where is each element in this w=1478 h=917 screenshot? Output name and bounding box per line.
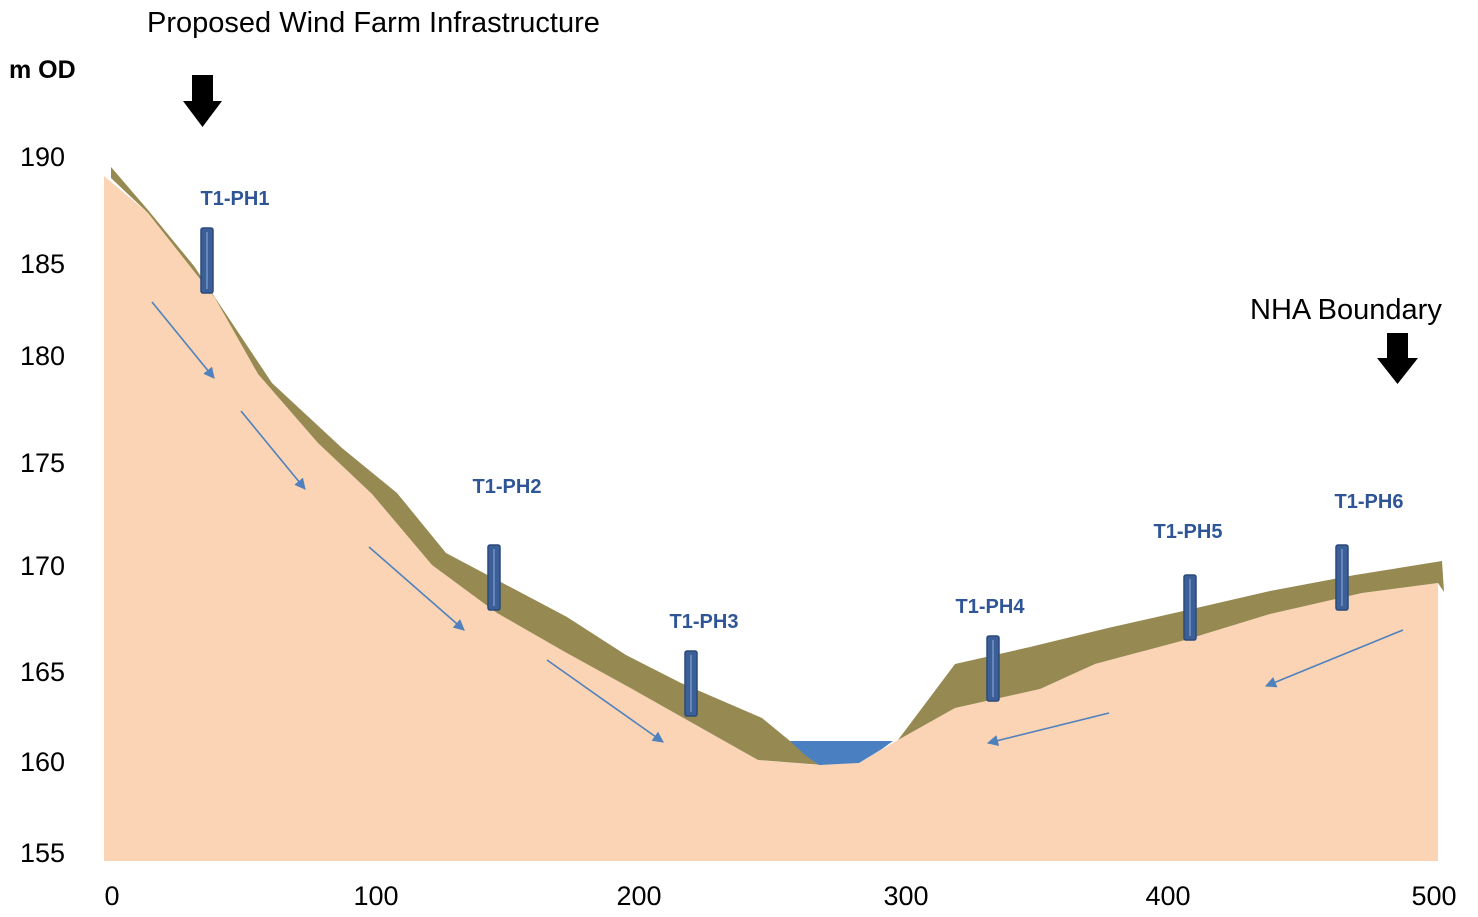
- y-tick-label: 165: [20, 657, 65, 687]
- x-tick-label: 400: [1145, 881, 1190, 911]
- piezometer-label: T1-PH1: [201, 188, 270, 210]
- flow-arrow-icon: [151, 301, 215, 379]
- flow-arrow-icon: [240, 410, 306, 490]
- flow-arrow-icon: [1264, 629, 1404, 688]
- flow-arrow-icon: [546, 659, 664, 743]
- y-tick-label: 160: [20, 747, 65, 777]
- flow-arrows: [151, 301, 1404, 747]
- y-tick-label: 185: [20, 249, 65, 279]
- x-tick-label: 0: [104, 881, 119, 911]
- y-axis-unit: m OD: [9, 56, 76, 84]
- ground-layer: [104, 176, 1438, 861]
- piezometer-label: T1-PH2: [473, 476, 542, 498]
- arrow-down-icon: [183, 75, 222, 127]
- x-tick-label: 300: [883, 881, 928, 911]
- water-body: [790, 741, 893, 765]
- piezometer-label: T1-PH3: [670, 611, 739, 633]
- arrow-down-icon: [1377, 333, 1418, 384]
- wind-farm-annotation: Proposed Wind Farm Infrastructure: [147, 7, 600, 39]
- x-tick-label: 100: [353, 881, 398, 911]
- flow-arrow-icon: [368, 546, 465, 631]
- y-tick-label: 170: [20, 551, 65, 581]
- peat-layer-right: [898, 561, 1444, 740]
- y-tick-label: 175: [20, 448, 65, 478]
- piezometer-label: T1-PH5: [1154, 521, 1223, 543]
- flow-arrow-icon: [986, 712, 1110, 747]
- y-tick-label: 180: [20, 341, 65, 371]
- x-tick-label: 500: [1411, 881, 1456, 911]
- piezometer-label: T1-PH6: [1335, 491, 1404, 513]
- piezometer-label: T1-PH4: [956, 596, 1026, 618]
- x-tick-label: 200: [616, 881, 661, 911]
- y-tick-label: 190: [20, 142, 65, 172]
- y-tick-label: 155: [20, 838, 65, 868]
- boundary-annotation: NHA Boundary: [1250, 294, 1442, 326]
